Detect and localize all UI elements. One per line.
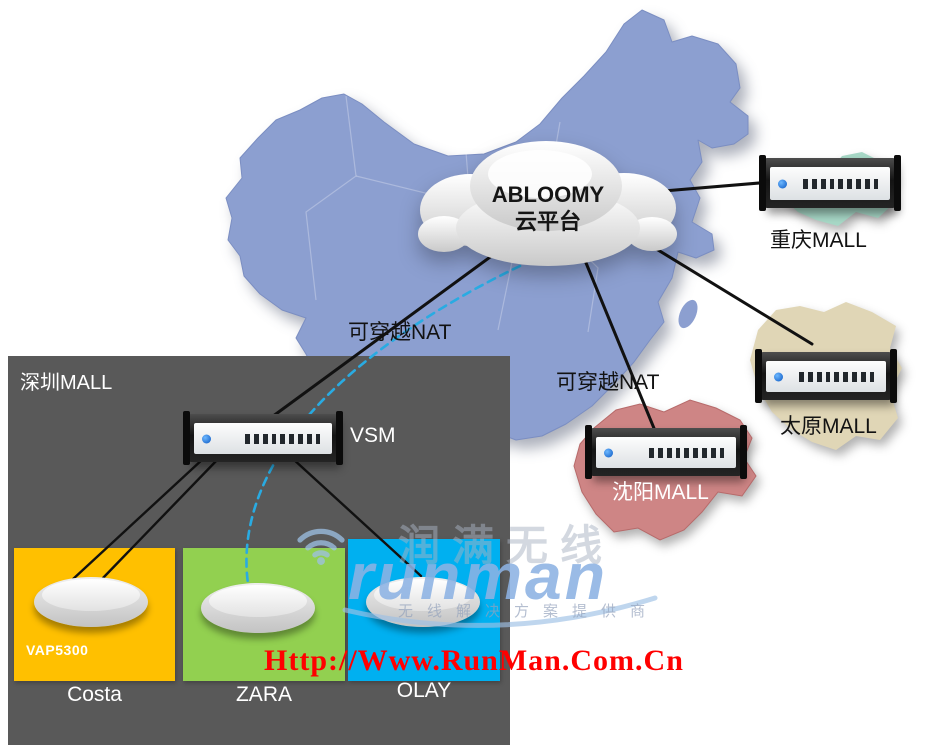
cloud-label-line2: 云平台 — [514, 209, 581, 234]
ap-top — [41, 578, 141, 611]
ap-olay — [366, 577, 480, 627]
store-label-zara: ZARA — [235, 683, 292, 706]
server-face — [770, 167, 890, 200]
taiwan-island-shape — [678, 299, 698, 329]
rack-ear — [890, 349, 897, 403]
server-ports — [803, 178, 834, 189]
rack-ear — [759, 155, 766, 211]
server-taiyuan — [755, 349, 897, 403]
shenzhen-mall-title: 深圳MALL — [20, 372, 113, 394]
server-ports — [280, 433, 320, 444]
server-ports — [649, 447, 680, 458]
cloud-platform-label: ABLOOMY 云平台 — [408, 181, 688, 235]
vsm-label: VSM — [350, 424, 396, 447]
ap-costa — [34, 577, 148, 627]
store-label-olay: OLAY — [396, 679, 452, 702]
abloomy-logo-icon — [202, 434, 211, 443]
abloomy-logo-icon — [778, 179, 787, 188]
server-face — [766, 361, 886, 392]
ap-model-label: VAP5300 — [26, 642, 89, 658]
site-label-taiyuan: 太原MALL — [780, 415, 877, 438]
nat-label-left: 可穿越NAT — [348, 321, 452, 344]
server-face — [596, 437, 736, 468]
ap-top — [208, 584, 308, 617]
rack-ear — [183, 411, 190, 465]
server-shenyang — [585, 425, 747, 479]
abloomy-logo-icon — [604, 448, 613, 457]
site-label-shenyang: 沈阳MALL — [612, 481, 709, 504]
cloud-shape — [418, 141, 677, 266]
server-face — [194, 423, 332, 454]
server-ports — [838, 178, 878, 189]
server-ports — [799, 371, 830, 382]
watermark-url: Http://Www.RunMan.Com.Cn — [264, 644, 684, 677]
link-cloud-shenyang — [582, 256, 660, 440]
rack-ear — [740, 425, 747, 479]
server-ports — [834, 371, 874, 382]
server-ports — [245, 433, 276, 444]
ap-top — [373, 578, 473, 611]
abloomy-logo-icon — [774, 372, 783, 381]
server-vsm — [183, 411, 343, 465]
site-label-chongqing: 重庆MALL — [770, 229, 867, 252]
server-ports — [684, 447, 724, 458]
nat-label-right: 可穿越NAT — [556, 371, 660, 394]
server-chongqing — [759, 155, 901, 211]
rack-ear — [585, 425, 592, 479]
rack-ear — [894, 155, 901, 211]
rack-ear — [755, 349, 762, 403]
store-label-costa: Costa — [67, 683, 122, 706]
cloud-label-line1: ABLOOMY — [491, 182, 605, 207]
rack-ear — [336, 411, 343, 465]
ap-zara — [201, 583, 315, 633]
